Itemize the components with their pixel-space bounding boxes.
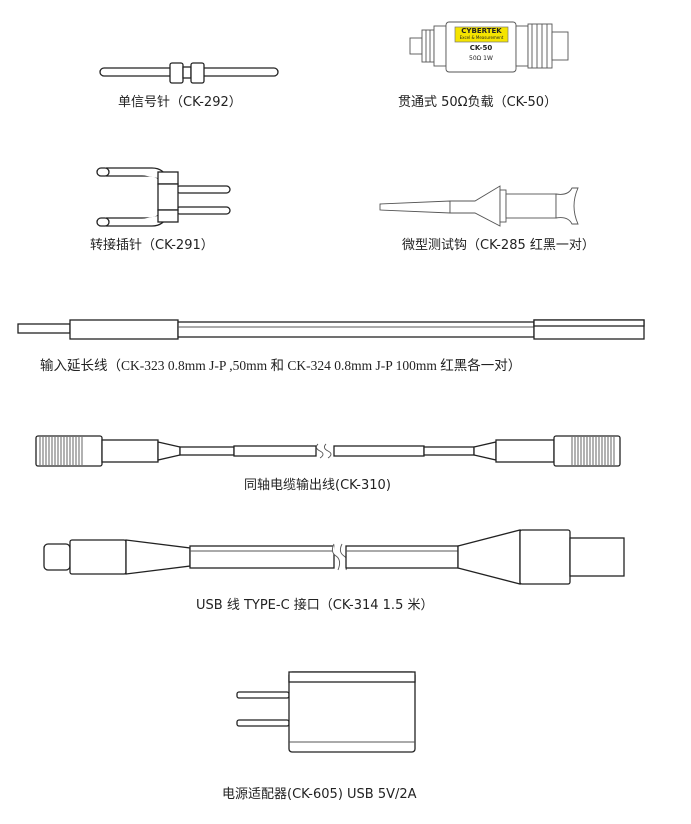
micro-hook-drawing [379,185,579,227]
usb-cable-drawing [43,529,625,585]
load-label-model: CK-50 [469,44,493,52]
caption-usb-cable: USB 线 TYPE-C 接口（CK-314 1.5 米） [196,598,434,613]
load-label-brand: CYBERTEK [461,27,502,35]
caption-feedthrough-load: 贯通式 50Ω负载（CK-50） [398,95,558,110]
adapter-pin-drawing [96,167,231,227]
load-label-sub: Excel & Measurement [459,35,504,40]
caption-adapter-pin: 转接插针（CK-291） [90,238,214,253]
feedthrough-load-drawing [409,21,569,73]
caption-extension-lead: 输入延长线（CK-323 0.8mm J-P ,50mm 和 CK-324 0.… [40,358,522,373]
extension-lead-drawing [17,319,645,340]
load-label-spec: 50Ω 1W [469,55,493,62]
label-yellow-band [454,26,509,43]
caption-coax-cable: 同轴电缆输出线(CK-310) [244,478,391,493]
caption-power-adapter: 电源适配器(CK-605) USB 5V/2A [222,787,417,802]
signal-pin-drawing [99,62,279,84]
caption-micro-hook: 微型测试钩（CK-285 红黑一对） [402,238,595,253]
coax-cable-drawing [35,435,621,467]
power-adapter-drawing [236,671,416,753]
caption-signal-pin: 单信号针（CK-292） [118,95,242,110]
